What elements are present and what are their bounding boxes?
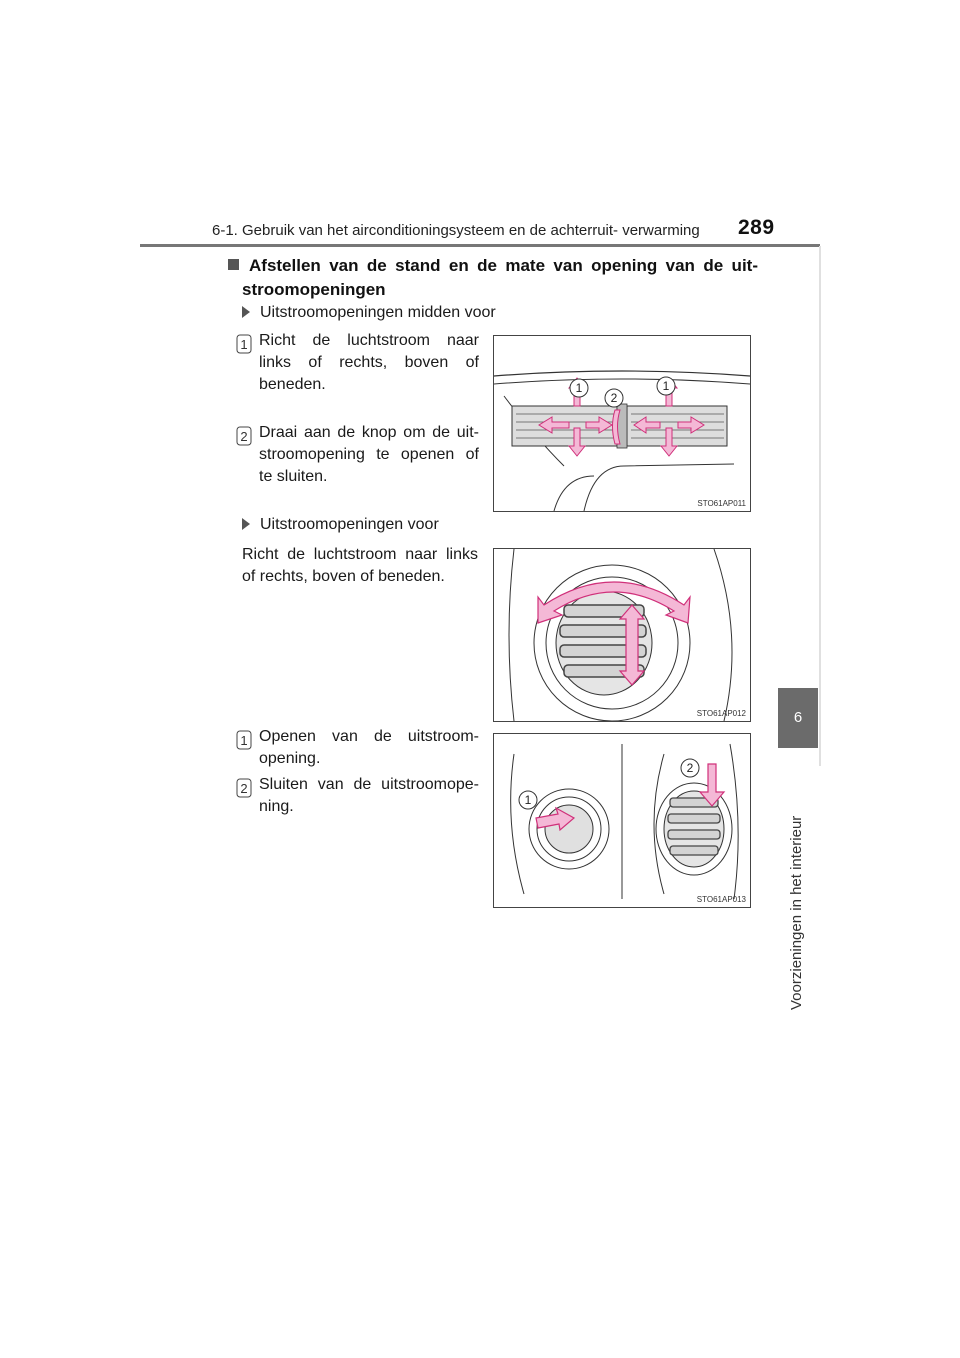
step-number-1: 1: [236, 730, 252, 750]
step-number-2: 2: [236, 426, 252, 446]
chapter-tab[interactable]: 6: [778, 688, 818, 748]
close-vent-text: Sluiten van de uitstroomope- ning.: [259, 776, 479, 815]
square-bullet-icon: [228, 259, 239, 270]
push-arrows: [535, 763, 726, 832]
svg-text:1: 1: [663, 379, 670, 393]
step-number-1: 1: [236, 334, 252, 354]
svg-text:1: 1: [240, 733, 247, 748]
chapter-label: Voorzieningen in het interieur: [788, 815, 805, 1010]
front-vent-illustration: [508, 548, 733, 722]
svg-text:1: 1: [525, 793, 532, 807]
figure-code: STO61AP011: [697, 499, 746, 508]
section-heading: Afstellen van de stand en de mate van op…: [228, 254, 758, 302]
center-vents-illustration: 1 2 1: [493, 370, 751, 512]
svg-text:1: 1: [576, 381, 583, 395]
step-2-text: Draai aan de knop om de uit- stroomopeni…: [259, 424, 479, 485]
figure-open-close-vent: 1 2 STO61AP013: [493, 733, 751, 908]
svg-text:1: 1: [240, 337, 247, 352]
subsection-title-center: Uitstroomopeningen midden voor: [242, 304, 496, 322]
svg-text:2: 2: [240, 781, 247, 796]
triangle-bullet-icon: [242, 518, 250, 530]
svg-text:2: 2: [611, 391, 618, 405]
open-close-illustration: 1 2: [510, 743, 739, 900]
page-number: 289: [738, 216, 775, 239]
open-vent-text: Openen van de uitstroom- opening.: [259, 728, 479, 767]
step-number-2: 2: [236, 778, 252, 798]
figure-front-vent-direction: STO61AP012: [493, 548, 751, 722]
front-vents-text: Richt de luchtstroom naar links of recht…: [242, 546, 478, 585]
svg-text:2: 2: [687, 761, 694, 775]
triangle-bullet-icon: [242, 306, 250, 318]
figure-code: STO61AP013: [696, 895, 746, 904]
figure-center-vents: 1 2 1 STO61AP011: [493, 335, 751, 512]
step-1-text: Richt de luchtstroom naar links of recht…: [259, 332, 479, 393]
svg-text:2: 2: [240, 429, 247, 444]
side-divider: [819, 246, 821, 766]
figure-code: STO61AP012: [696, 709, 746, 718]
subsection-title-front: Uitstroomopeningen voor: [242, 516, 439, 534]
adjust-arrows: [537, 581, 691, 686]
header-divider: [140, 244, 820, 247]
section-title: 6-1. Gebruik van het airconditioningsyst…: [212, 222, 700, 239]
